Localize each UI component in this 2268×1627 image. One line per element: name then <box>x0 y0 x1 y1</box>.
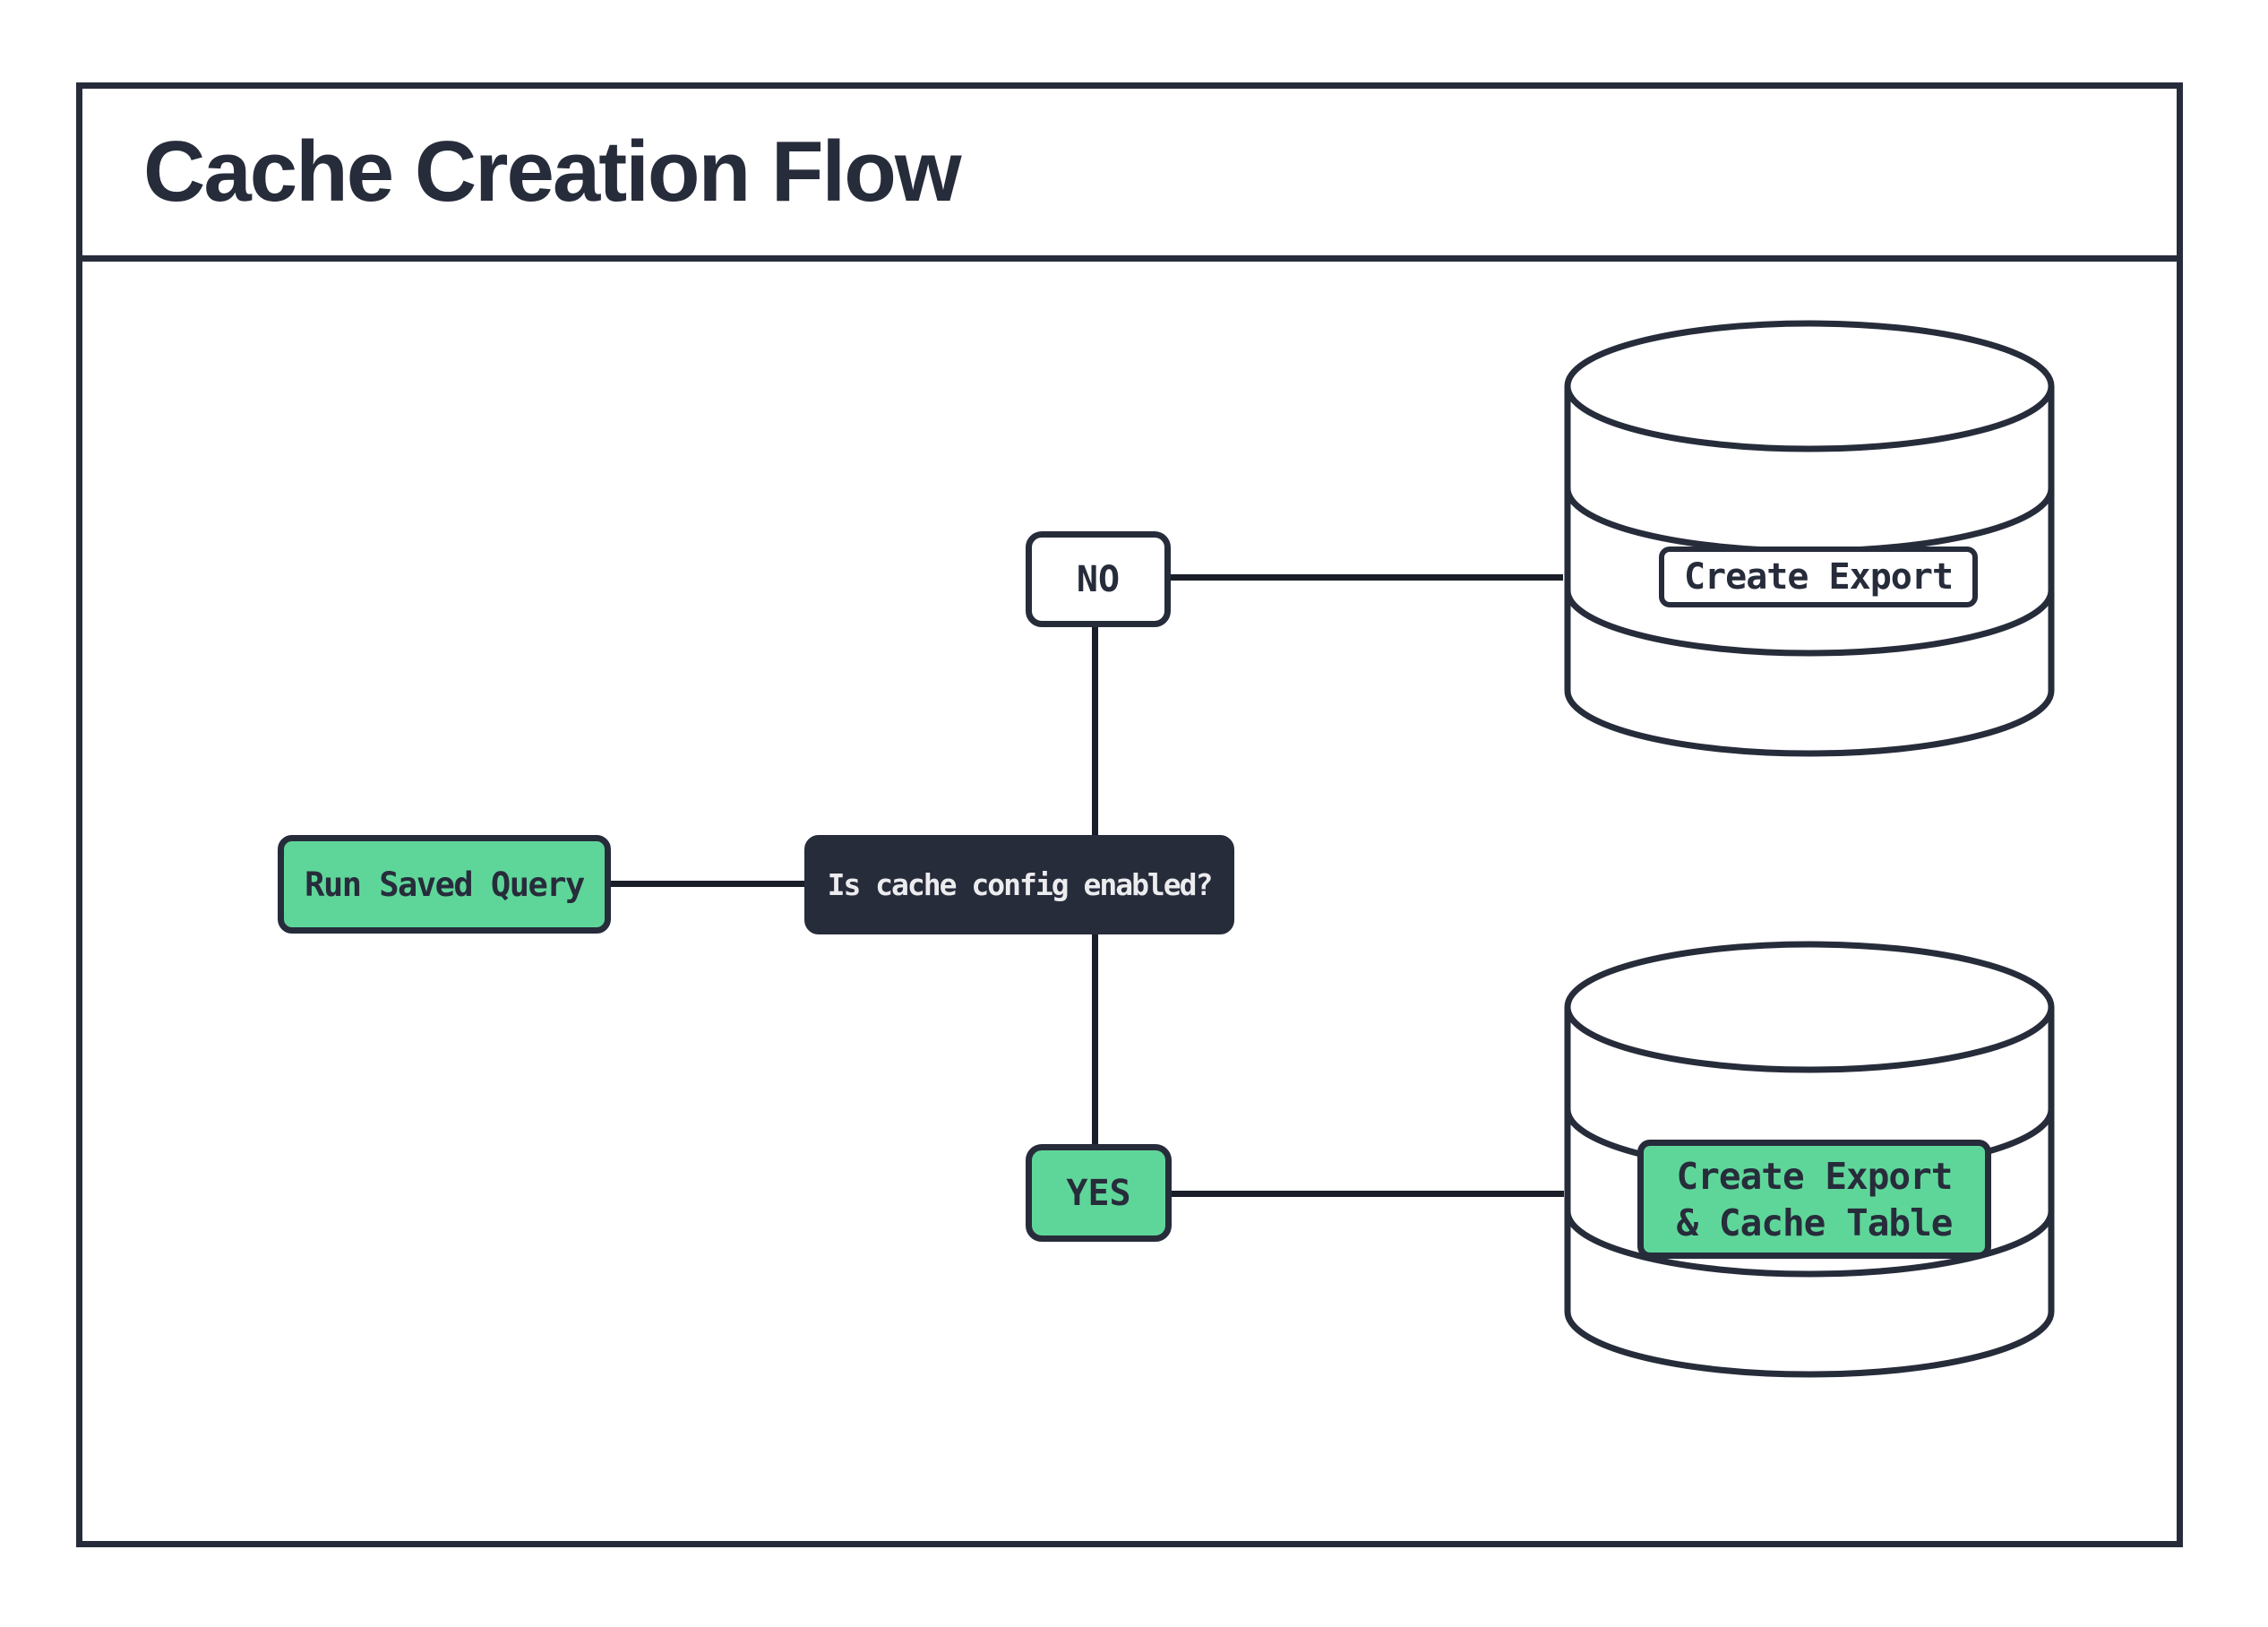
node-run-saved-query-label: Run Saved Query <box>305 865 585 904</box>
node-create-export: Create Export <box>1659 547 1978 607</box>
node-branch-yes-label: YES <box>1066 1172 1131 1214</box>
node-branch-no: NO <box>1026 531 1171 627</box>
node-create-export-cache-label-line2: & Cache Table <box>1676 1201 1954 1244</box>
node-decision-label: Is cache config enabled? <box>827 867 1214 902</box>
node-decision-cache-config: Is cache config enabled? <box>804 835 1234 934</box>
node-run-saved-query: Run Saved Query <box>278 835 611 934</box>
connector-yes-to-cache-db <box>1170 1191 1564 1197</box>
node-create-export-cache-table: Create Export & Cache Table <box>1637 1140 1991 1259</box>
connector-no-to-export-db <box>1169 574 1563 581</box>
connector-no-to-decision <box>1092 627 1098 839</box>
node-branch-no-label: NO <box>1076 558 1121 600</box>
connector-run-to-decision <box>611 881 804 887</box>
database-icon <box>1561 318 2058 759</box>
node-create-export-cache-label-line1: Create Export <box>1676 1154 1954 1198</box>
connector-decision-to-yes <box>1092 932 1098 1147</box>
node-create-export-label: Create Export <box>1683 556 1954 598</box>
diagram-header: Cache Creation Flow <box>76 82 2183 262</box>
node-branch-yes: YES <box>1026 1144 1172 1242</box>
page-title: Cache Creation Flow <box>143 124 961 220</box>
